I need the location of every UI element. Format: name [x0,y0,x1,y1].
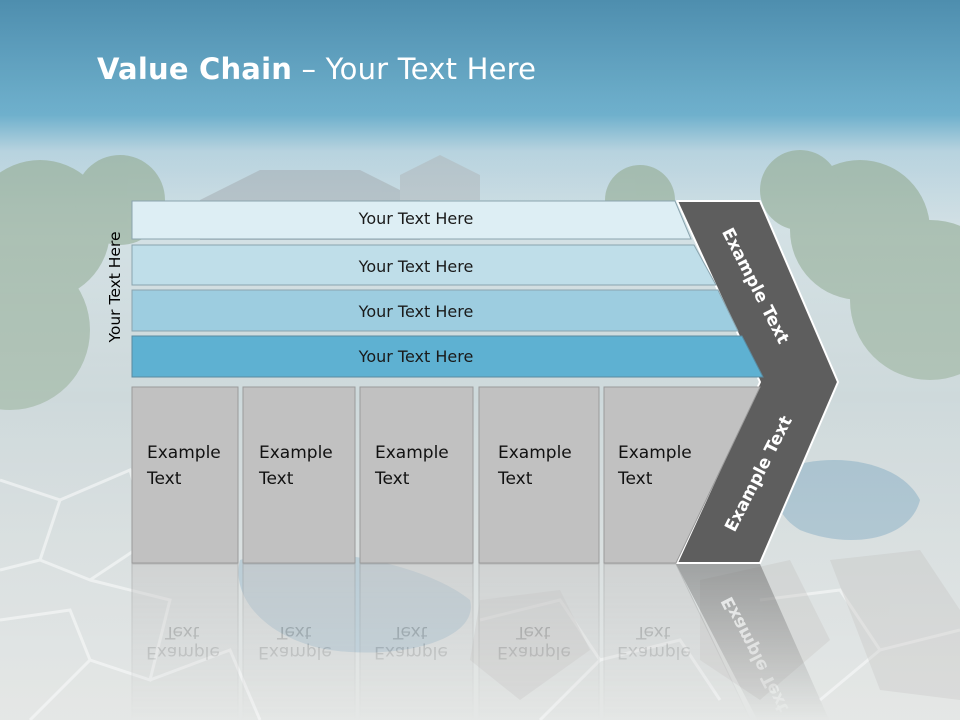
svg-text:Text: Text [392,622,428,642]
box-label-line: Text [374,469,410,489]
svg-text:Text: Text [276,622,312,642]
slide-title: Value Chain – Your Text Here [97,52,536,86]
title-bold: Value Chain [97,52,293,86]
svg-text:Text: Text [164,622,200,642]
box-label-line: Example [147,443,221,463]
bar-1 [131,200,692,240]
bar-2 [131,244,717,286]
box-label-line: Text [617,469,653,489]
box-label-line: Example [375,443,449,463]
diagram-reflection: Example Text Example Text Example Text E… [131,563,830,720]
bar-4-label: Your Text Here [358,347,474,366]
box-1 [131,386,239,564]
svg-text:Text: Text [635,622,671,642]
svg-text:Example: Example [374,642,448,662]
box-3 [359,386,474,564]
box-label-line: Text [146,469,182,489]
svg-text:Example: Example [258,642,332,662]
svg-text:Example: Example [497,642,571,662]
box-label-line: Text [497,469,533,489]
box-4 [478,386,600,564]
bar-3-label: Your Text Here [358,302,474,321]
box-2 [242,386,356,564]
svg-text:Text: Text [515,622,551,642]
svg-text:Example: Example [146,642,220,662]
box-label-line: Example [259,443,333,463]
svg-text:Example: Example [617,642,691,662]
chevron-arrow [676,200,839,564]
bar-1-label: Your Text Here [358,209,474,228]
box-label-line: Text [258,469,294,489]
bar-2-label: Your Text Here [358,257,474,276]
bar-4 [131,335,764,378]
title-rest: – Your Text Here [292,52,537,86]
box-label-line: Example [498,443,572,463]
box-5 [603,386,761,564]
bar-3 [131,289,739,332]
box-label-line: Example [618,443,692,463]
